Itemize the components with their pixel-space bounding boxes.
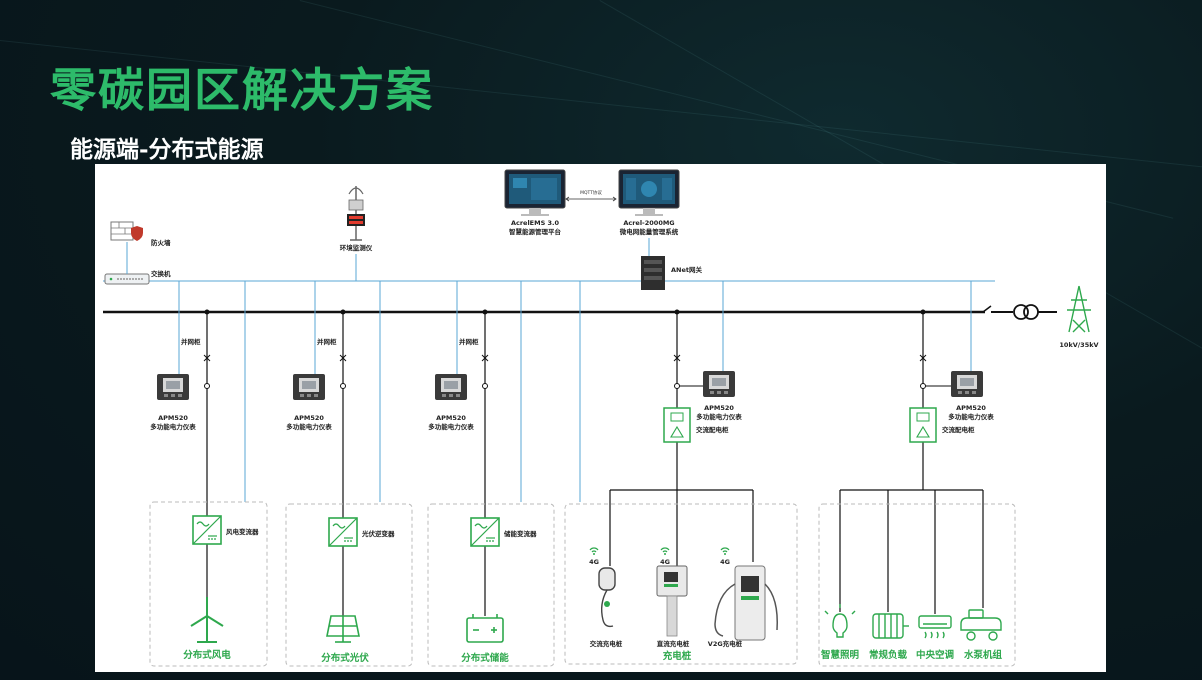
grid-cabinet-label: 并网柜 [459,337,479,346]
page-subtitle: 能源端-分布式能源 [70,136,264,163]
meter-desc: 多功能电力仪表 [428,422,474,431]
microgrid-platform-desc: 微电网能量管理系统 [619,227,679,236]
gateway-icon [641,256,665,290]
load-label: 智慧照明 [821,649,860,661]
power-meter-icon [293,374,325,400]
signal-4g-label: 4G [589,558,599,566]
power-meter-icon [435,374,467,400]
charger-label: 直流充电桩 [657,639,690,648]
pump-unit-icon [960,609,1002,641]
battery-icon [466,614,504,643]
branch-charging: APM520 多功能电力仪表 交流配电柜 4G 交流充电桩 4G 直流充电桩 4… [564,281,798,665]
meter-desc: 多功能电力仪表 [696,412,742,421]
branch-wind: 并网柜 APM520 多功能电力仪表 风电变流器 分布式风电 [149,281,268,667]
firewall-icon [110,221,143,241]
grid-cabinet-label: 并网柜 [181,337,201,346]
mqtt-label: MQTT协议 [580,189,602,196]
meter-desc: 多功能电力仪表 [948,412,994,421]
microgrid-monitor-icon [618,169,680,216]
diagram-panel: 防火墙 交换机 环境监测仪 AcrelEMS 3.0 智慧能源管理平台 MQTT… [95,164,1106,672]
system-diagram: 防火墙 交换机 环境监测仪 AcrelEMS 3.0 智慧能源管理平台 MQTT… [103,169,1099,667]
meter-desc: 多功能电力仪表 [150,422,196,431]
cabinet-label: 交流配电柜 [942,425,975,434]
power-meter-icon [157,374,189,400]
switch-icon [104,273,150,285]
group-storage-label: 分布式储能 [461,652,509,664]
solar-panel-icon [326,615,360,643]
air-conditioner-icon [918,615,952,639]
signal-4g-label: 4G [660,558,670,566]
power-meter-icon [951,371,983,397]
page-title: 零碳园区解决方案 [50,63,434,117]
meter-model: APM520 [436,414,466,422]
grid-cabinet-label: 并网柜 [317,337,337,346]
dc-charger-icon [656,565,688,637]
inverter-icon [328,517,358,547]
group-wind-label: 分布式风电 [183,649,231,661]
branch-storage: 并网柜 APM520 多功能电力仪表 储能变流器 分布式储能 [427,281,555,667]
distribution-cabinet-icon [909,407,937,443]
ems-platform-desc: 智慧能源管理平台 [509,227,562,236]
grid-switch [982,305,992,313]
converter-label: 储能变流器 [503,529,537,538]
power-meter-icon [703,371,735,397]
branch-solar: 并网柜 APM520 多功能电力仪表 光伏逆变器 分布式光伏 [285,281,413,667]
load-label: 水泵机组 [964,649,1003,661]
distribution-cabinet-icon [663,407,691,443]
motor-load-icon [872,613,909,639]
firewall-label: 防火墙 [151,238,171,247]
v2g-charger-icon [714,565,778,641]
grid-voltage-label: 10kV/35kV [1059,341,1098,349]
cabinet-label: 交流配电柜 [696,425,729,434]
environment-monitor-label: 环境监测仪 [340,243,373,252]
charger-label: 交流充电桩 [590,639,623,648]
transformer-icon [1013,304,1039,320]
charger-label: V2G充电桩 [708,639,743,648]
load-label: 中央空调 [916,649,954,661]
switch-label: 交换机 [151,269,171,278]
signal-4g-label: 4G [720,558,730,566]
wind-turbine-icon [190,597,224,643]
meter-model: APM520 [294,414,324,422]
converter-label: 风电变流器 [226,527,259,536]
load-label: 常规负载 [869,649,908,661]
meter-model: APM520 [158,414,188,422]
converter-label: 光伏逆变器 [361,529,395,538]
meter-desc: 多功能电力仪表 [286,422,332,431]
meter-model: APM520 [956,404,986,412]
storage-converter-icon [470,517,500,547]
smart-lighting-icon [824,604,856,638]
gateway-label: ANet网关 [671,265,702,274]
group-charging-label: 充电桩 [663,650,692,662]
converter-icon [192,515,222,545]
branch-loads: APM520 多功能电力仪表 交流配电柜 智慧照明 常规负载 中央空调 [818,281,1016,667]
microgrid-platform-name: Acrel-2000MG [623,219,674,227]
meter-model: APM520 [704,404,734,412]
environment-monitor-icon [347,186,365,241]
group-solar-label: 分布式光伏 [321,652,369,664]
ac-charger-icon [598,567,616,628]
ems-platform-name: AcrelEMS 3.0 [511,219,560,227]
ems-monitor-icon [504,169,566,216]
power-tower-icon [1067,285,1091,333]
